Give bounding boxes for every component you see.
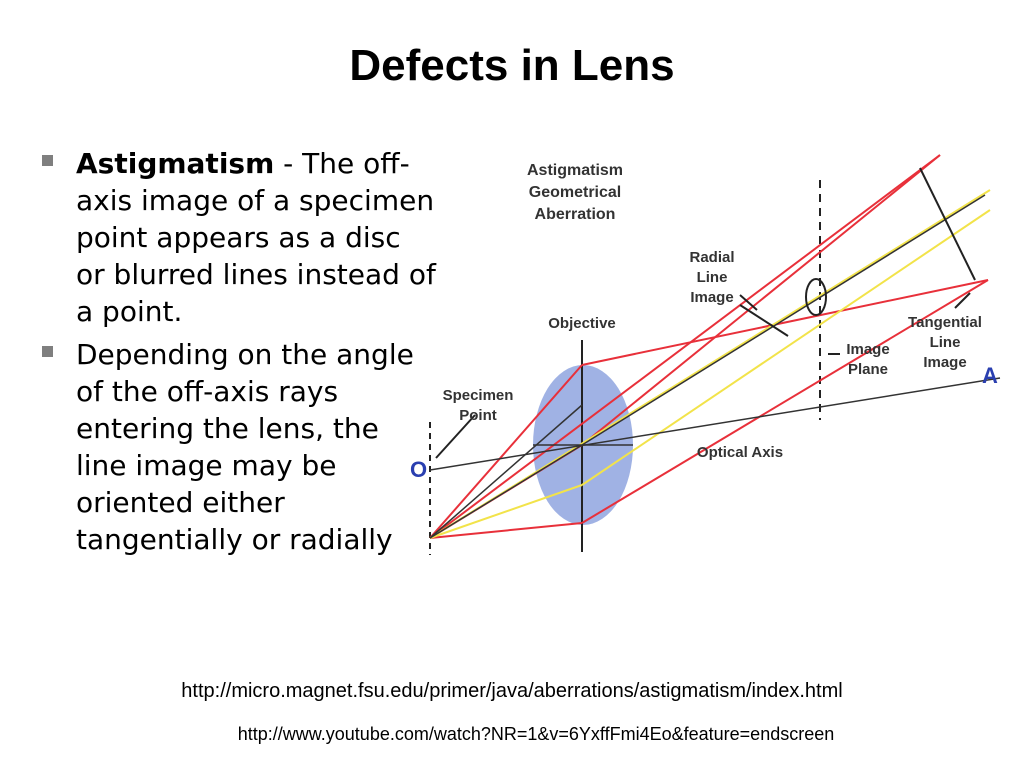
tangential-pointer	[954, 292, 971, 309]
bullet-text: Depending on the angle of the off-axis r…	[76, 338, 414, 556]
bullet-orientation: Depending on the angle of the off-axis r…	[36, 336, 436, 558]
radial-label-1: Radial	[689, 249, 734, 266]
radial-pointer	[739, 294, 758, 311]
image-plane-label-1: Image	[846, 341, 889, 358]
point-o-label: O	[410, 457, 427, 482]
image-plane-label-2: Plane	[848, 361, 888, 378]
specimen-label-2: Point	[459, 407, 497, 424]
square-bullet-icon	[42, 346, 53, 357]
diagram-heading-2: Geometrical	[529, 184, 621, 201]
reference-link-2[interactable]: http://www.youtube.com/watch?NR=1&v=6Yxf…	[237, 724, 835, 744]
bullet-text: - The off-axis image of a specimen point…	[76, 147, 436, 328]
square-bullet-icon	[42, 155, 53, 166]
slide-title: Defects in Lens	[349, 41, 675, 90]
radial-label-2: Line	[697, 269, 728, 286]
tangential-image-line	[919, 167, 976, 281]
radial-label-3: Image	[690, 289, 733, 306]
tangential-label-3: Image	[923, 354, 966, 371]
specimen-label-1: Specimen	[443, 387, 514, 404]
reference-link-1[interactable]: http://micro.magnet.fsu.edu/primer/java/…	[181, 680, 843, 702]
objective-label: Objective	[548, 315, 616, 332]
bullet-term: Astigmatism	[76, 147, 275, 180]
diagram-heading-1: Astigmatism	[527, 162, 623, 179]
optical-axis-label: Optical Axis	[697, 444, 783, 461]
radial-image-line	[739, 304, 789, 337]
red-rays	[429, 154, 989, 539]
diagram-heading-3: Aberration	[535, 206, 616, 223]
bullet-astigmatism: Astigmatism - The off-axis image of a sp…	[36, 145, 436, 330]
black-rays	[429, 194, 1001, 539]
astigmatism-diagram: Astigmatism Geometrical Aberration Radia…	[410, 154, 1001, 555]
blur-disc	[805, 278, 827, 316]
bullet-list: Astigmatism - The off-axis image of a sp…	[36, 145, 436, 564]
specimen-pointer	[435, 414, 476, 459]
point-a-label: A	[982, 363, 998, 388]
tangential-label-2: Line	[930, 334, 961, 351]
yellow-rays	[429, 189, 991, 539]
tangential-label-1: Tangential	[908, 314, 982, 331]
